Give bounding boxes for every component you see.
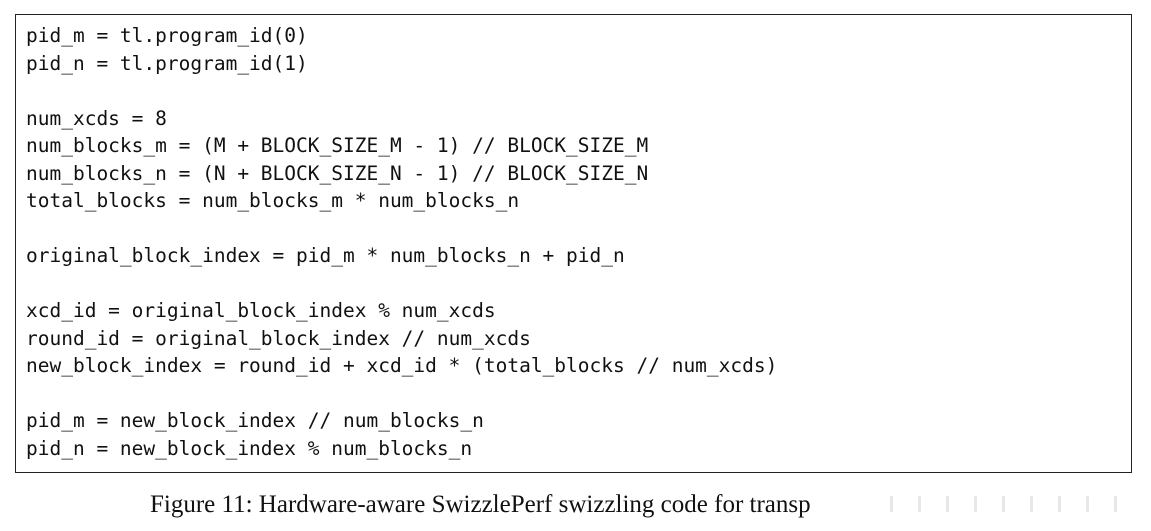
code-line: pid_n = tl.program_id(1) [26, 51, 308, 75]
code-line: pid_m = tl.program_id(0) [26, 24, 308, 47]
code-listing: pid_m = tl.program_id(0) pid_n = tl.prog… [15, 14, 1132, 473]
code-line: original_block_index = pid_m * num_block… [26, 244, 625, 267]
code-line: num_blocks_n = (N + BLOCK_SIZE_N - 1) //… [26, 161, 649, 185]
code-line: pid_n = new_block_index % num_blocks_n [26, 436, 473, 460]
code-line: total_blocks = num_blocks_m * num_blocks… [26, 189, 520, 212]
code-line: xcd_id = original_block_index % num_xcds [26, 299, 496, 322]
code-line: new_block_index = round_id + xcd_id * (t… [26, 354, 778, 377]
watermark-pattern [890, 496, 1140, 512]
figure-caption: Figure 11: Hardware-aware SwizzlePerf sw… [150, 491, 811, 518]
code-line: round_id = original_block_index // num_x… [26, 326, 531, 350]
code-line: pid_m = new_block_index // num_blocks_n [26, 409, 484, 432]
watermark-overlay [870, 486, 1145, 522]
code-line: num_blocks_m = (M + BLOCK_SIZE_M - 1) //… [26, 134, 649, 157]
code-line: num_xcds = 8 [26, 106, 167, 130]
